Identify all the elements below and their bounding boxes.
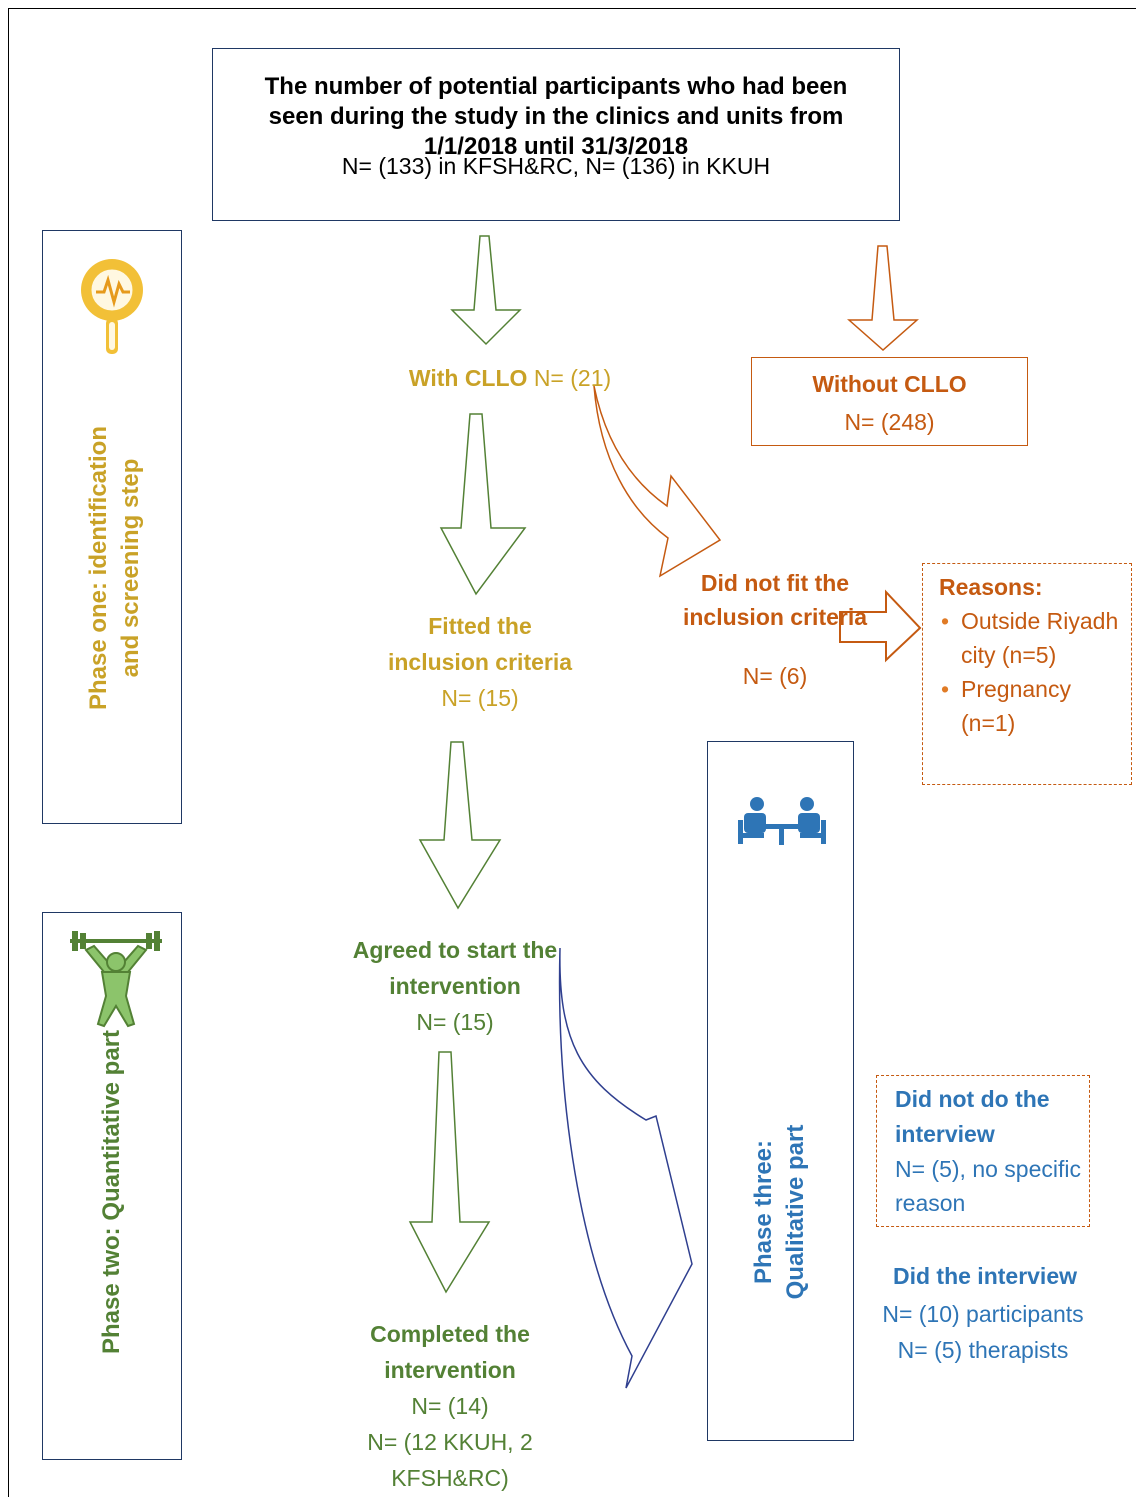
weightlifter-icon [70, 931, 162, 1028]
phase-two-label: Phase two: Quantitative part [98, 1029, 125, 1355]
not-fit-label: Did not fit the inclusion criteria [682, 570, 868, 630]
no-interview-detail: N= (5), no specific reason [895, 1156, 1081, 1216]
page-frame [8, 8, 1136, 1497]
agreed-count: N= (15) [416, 1009, 494, 1035]
reasons-list: Outside Riyadh city (n=5) Pregnancy (n=1… [939, 604, 1123, 740]
top-box-title: The number of potential participants who… [264, 73, 848, 160]
top-box [212, 48, 900, 221]
reasons-title: Reasons: [939, 574, 1043, 600]
did-interview-participants: N= (10) participants [882, 1301, 1084, 1327]
fitted-count: N= (15) [441, 685, 519, 711]
did-interview-label: Did the interview [892, 1263, 1078, 1289]
arrow-to-without-cllo [847, 245, 919, 352]
without-cllo-label: Without CLLO [812, 371, 967, 397]
completed-label: Completed the intervention [370, 1321, 530, 1383]
did-interview-therapists: N= (5) therapists [897, 1337, 1069, 1363]
fitted-label: Fitted the inclusion criteria [387, 613, 573, 675]
completed-detail: N= (12 KKUH, 2 KFSH&RC) [367, 1429, 533, 1491]
phase-one-box [42, 230, 182, 824]
without-cllo-count: N= (248) [844, 409, 935, 435]
phase-two-box [42, 912, 182, 1460]
no-interview-box: Did not do the interview N= (5), no spec… [876, 1075, 1090, 1227]
with-cllo-label: With CLLO [408, 365, 528, 391]
arrow-to-completed [408, 1051, 491, 1294]
phase-one-label: Phase one: identification and screening … [85, 425, 144, 711]
reason-item: Outside Riyadh city (n=5) [941, 604, 1123, 672]
reason-item: Pregnancy (n=1) [941, 672, 1123, 740]
top-box-count: N= (133) in KFSH&RC, N= (136) in KKUH [341, 153, 771, 179]
no-interview-label: Did not do the interview [895, 1086, 1050, 1147]
arrow-to-agreed [418, 741, 502, 910]
agreed-label: Agreed to start the intervention [352, 937, 558, 999]
reasons-box: Reasons: Outside Riyadh city (n=5) Pregn… [922, 563, 1132, 785]
with-cllo-count: N= (21) [533, 365, 612, 391]
phase-three-box [707, 741, 854, 1441]
magnifier-pulse-icon [81, 259, 143, 354]
arrow-to-fitted [439, 413, 527, 596]
phase-three-label: Phase three: Qualitative part [750, 1124, 809, 1300]
arrow-to-reasons [839, 589, 922, 663]
with-cllo-node: With CLLO N= (21) [360, 360, 660, 396]
completed-count: N= (14) [411, 1393, 489, 1419]
not-fit-count: N= (6) [742, 663, 808, 689]
arrow-to-not-fit [593, 385, 722, 578]
meeting-icon [738, 797, 826, 845]
arrow-to-with-cllo [450, 235, 522, 346]
without-cllo-box [751, 357, 1028, 446]
arrow-to-phase-three [558, 947, 693, 1389]
